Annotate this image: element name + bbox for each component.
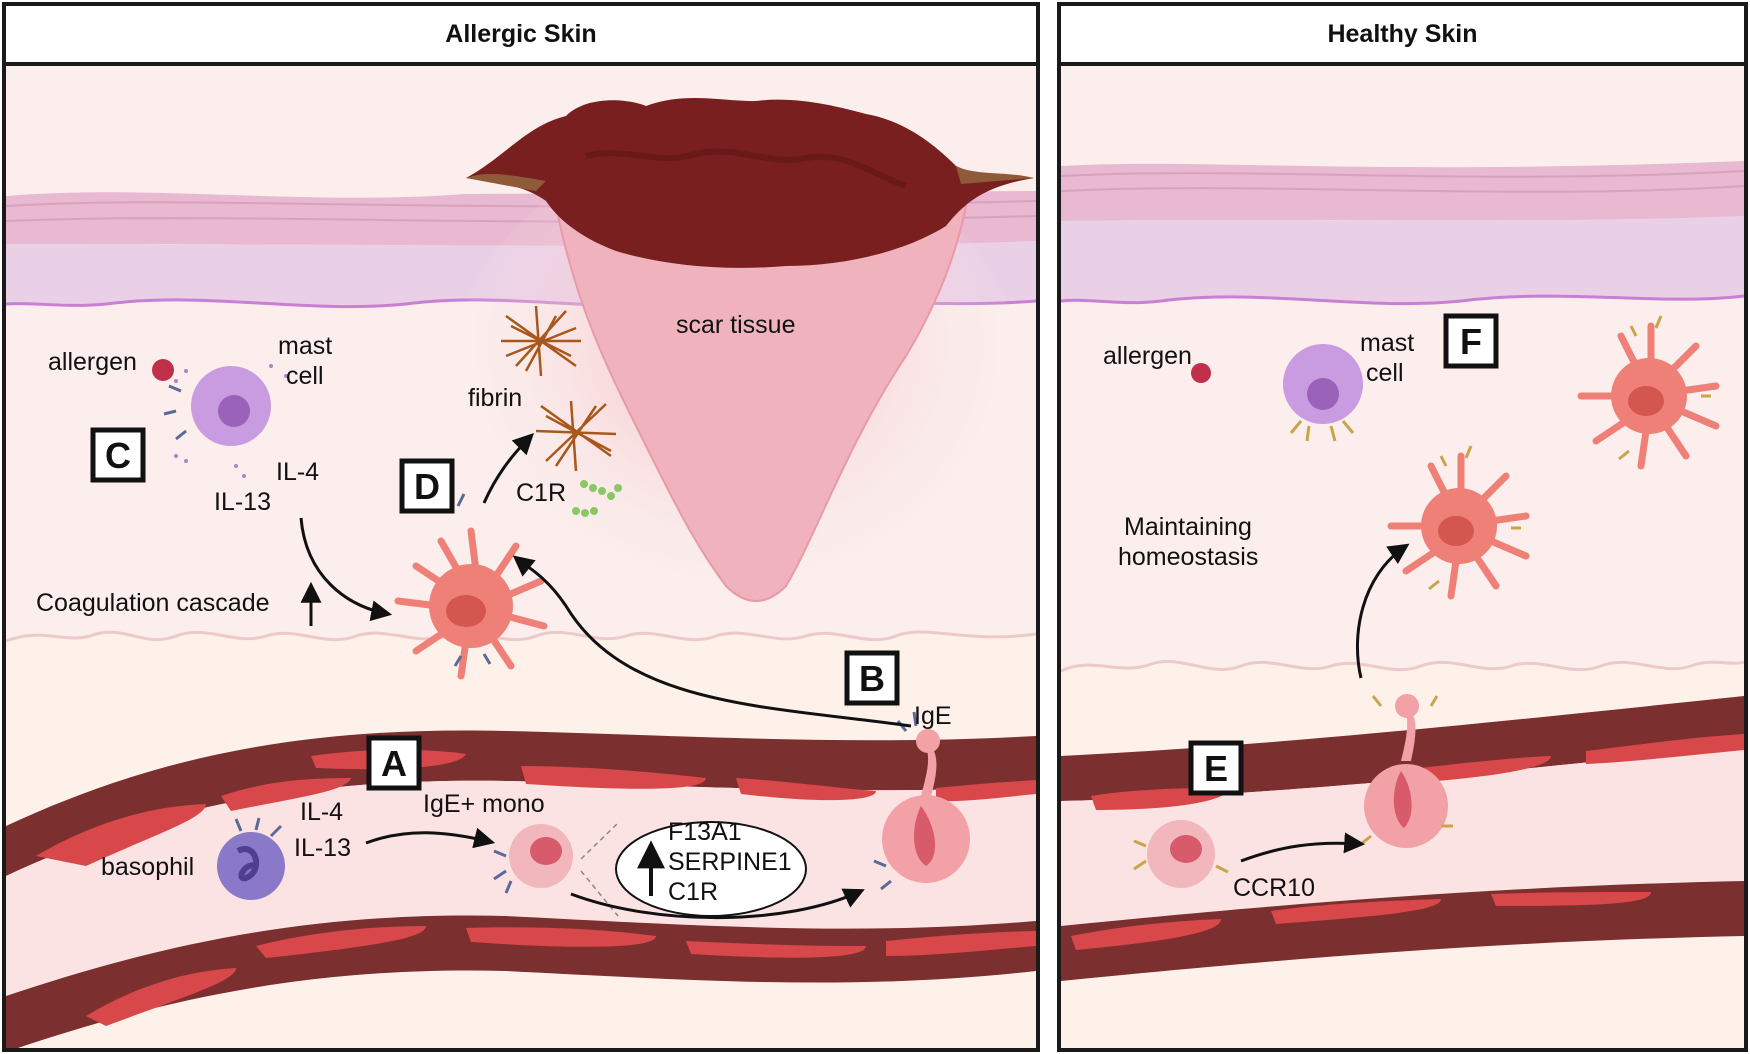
arrow-ige-to-dendritic bbox=[512, 555, 912, 728]
homeostasis-label-line1: Maintaining bbox=[1124, 513, 1252, 541]
mast-cell-label-line2: cell bbox=[1366, 359, 1404, 387]
scar-tissue bbox=[554, 205, 968, 602]
gene-f13a1: F13A1 bbox=[668, 818, 742, 846]
label-box-a bbox=[366, 735, 422, 791]
ccr10-label: CCR10 bbox=[1233, 874, 1315, 902]
label-box-b bbox=[844, 650, 900, 706]
label-b: B bbox=[859, 658, 885, 699]
ccr10-monocyte bbox=[1133, 820, 1229, 888]
transmigrating-monocyte bbox=[873, 711, 970, 891]
ige-monocyte bbox=[493, 824, 573, 894]
il13-label-vessel: IL-13 bbox=[294, 834, 351, 862]
healthy-skin-panel: Healthy Skin bbox=[1057, 2, 1748, 1052]
il13-label-tissue: IL-13 bbox=[214, 488, 271, 516]
label-a: A bbox=[381, 743, 407, 784]
label-box-c bbox=[90, 427, 146, 483]
gene-c1r: C1R bbox=[668, 878, 718, 906]
arrow-basophil-to-mono bbox=[365, 827, 496, 849]
dendritic-cell bbox=[1577, 315, 1720, 470]
label-d: D bbox=[414, 466, 440, 507]
label-box-d bbox=[399, 458, 455, 514]
arrow-to-fibrin bbox=[482, 433, 534, 504]
label-box-f bbox=[1443, 313, 1499, 369]
arrow-mono-to-migration bbox=[1240, 832, 1366, 863]
homeostasis-label-line2: homeostasis bbox=[1118, 543, 1258, 571]
il4-label-vessel: IL-4 bbox=[300, 798, 343, 826]
basophil-label: basophil bbox=[101, 853, 194, 881]
mast-cell bbox=[163, 364, 288, 478]
coagulation-cascade-label: Coagulation cascade bbox=[36, 589, 270, 617]
mast-cell bbox=[1283, 344, 1363, 442]
allergen-label: allergen bbox=[1103, 342, 1192, 370]
arrow-mono-to-migration bbox=[570, 888, 865, 920]
label-e: E bbox=[1204, 748, 1228, 789]
panel-title-healthy: Healthy Skin bbox=[1061, 6, 1744, 66]
ige-mono-label: IgE+ mono bbox=[423, 790, 545, 818]
allergic-skin-panel: Allergic Skin bbox=[2, 2, 1040, 1052]
fibrin-label: fibrin bbox=[468, 384, 522, 412]
il-arrow-to-dendritic bbox=[299, 517, 393, 622]
dendritic-cell bbox=[1387, 445, 1530, 600]
gene-serpine1: SERPINE1 bbox=[668, 848, 792, 876]
label-box-e bbox=[1188, 740, 1244, 796]
ige-label: IgE bbox=[914, 702, 952, 730]
c1r-label-tissue: C1R bbox=[516, 479, 566, 507]
scar-tissue-label: scar tissue bbox=[676, 311, 795, 339]
label-c: C bbox=[105, 435, 131, 476]
mast-cell-label-line2: cell bbox=[286, 362, 324, 390]
allergen-particle bbox=[1191, 363, 1211, 383]
panel-title-allergic: Allergic Skin bbox=[6, 6, 1036, 66]
allergen-label: allergen bbox=[48, 348, 137, 376]
scab bbox=[466, 98, 1034, 268]
transmigrating-monocyte bbox=[1360, 694, 1453, 848]
epidermis bbox=[1061, 216, 1744, 304]
fibrin-mesh bbox=[501, 305, 617, 472]
arrow-migration-to-dendritic bbox=[1355, 543, 1410, 679]
mast-cell-label-line1: mast bbox=[278, 332, 332, 360]
allergic-skin-diagram: C D A B allergen mast cell scar tissue f… bbox=[6, 66, 1036, 1048]
label-f: F bbox=[1460, 321, 1482, 362]
c1r-molecules bbox=[572, 480, 622, 517]
allergen-particle bbox=[152, 359, 174, 381]
il4-label-tissue: IL-4 bbox=[276, 458, 319, 486]
basophil-cell bbox=[217, 817, 285, 900]
healthy-skin-diagram: F E allergen mast cell Maintaining homeo… bbox=[1061, 66, 1744, 1048]
mast-cell-label-line1: mast bbox=[1360, 329, 1414, 357]
